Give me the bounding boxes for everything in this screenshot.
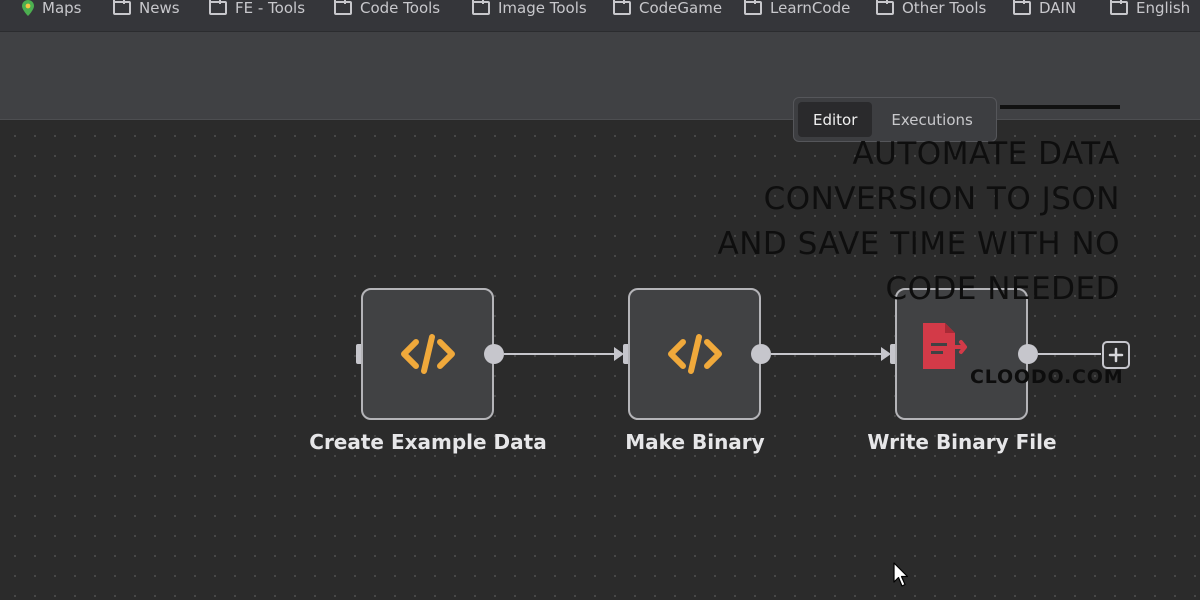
code-icon — [400, 334, 455, 374]
bookmark-dain[interactable]: DAIN — [1013, 0, 1076, 22]
node-label: Create Example Data — [309, 430, 547, 454]
bookmark-label: Maps — [42, 0, 82, 17]
node-create-example-data[interactable] — [361, 288, 494, 420]
bookmark-label: DAIN — [1039, 0, 1077, 17]
bookmark-label: Code Tools — [360, 0, 441, 17]
bookmark-label: CodeGame — [639, 0, 723, 17]
bookmark-code-tools[interactable]: Code Tools — [334, 0, 440, 22]
bookmark-other-tools[interactable]: Other Tools — [876, 0, 986, 22]
node-output-handle[interactable] — [1018, 344, 1038, 364]
folder-icon — [1110, 0, 1128, 15]
node-label: Make Binary — [625, 430, 765, 454]
bookmark-label: Image Tools — [498, 0, 587, 17]
tab-editor[interactable]: Editor — [798, 102, 873, 137]
bookmark-label: News — [139, 0, 180, 17]
folder-icon — [334, 0, 352, 15]
view-toggle: Editor Executions — [793, 97, 997, 142]
node-output-handle[interactable] — [484, 344, 504, 364]
bookmark-news[interactable]: News — [113, 0, 180, 22]
code-icon — [667, 334, 722, 374]
brand-logo-text: CLOODO.COM — [970, 366, 1124, 388]
bookmark-label: LearnCode — [770, 0, 851, 17]
bookmarks-bar: Maps News FE - Tools Code Tools Image To… — [0, 0, 1200, 32]
node-output-handle[interactable] — [751, 344, 771, 364]
bookmark-learncode[interactable]: LearnCode — [744, 0, 850, 22]
bookmark-fe-tools[interactable]: FE - Tools — [209, 0, 305, 22]
folder-icon — [113, 0, 131, 15]
node-label: Write Binary File — [867, 430, 1057, 454]
bookmark-label: FE - Tools — [235, 0, 306, 17]
bookmark-label: Other Tools — [902, 0, 987, 17]
folder-icon — [876, 0, 894, 15]
folder-icon — [209, 0, 227, 15]
map-pin-icon — [22, 0, 34, 16]
add-node-button[interactable] — [1102, 341, 1130, 369]
node-write-binary-file[interactable] — [895, 288, 1028, 420]
bookmark-english[interactable]: English — [1110, 0, 1190, 22]
folder-icon — [472, 0, 490, 15]
bookmark-label: English — [1136, 0, 1191, 17]
headline-rule — [1000, 105, 1120, 109]
bookmark-maps[interactable]: Maps — [22, 0, 81, 22]
folder-icon — [744, 0, 762, 15]
bookmark-image-tools[interactable]: Image Tools — [472, 0, 587, 22]
overlay-headline: AUTOMATE DATA CONVERSION TO JSON AND SAV… — [717, 136, 1120, 307]
plus-icon — [1108, 347, 1124, 363]
folder-icon — [613, 0, 631, 15]
file-export-icon — [922, 323, 967, 369]
tab-executions[interactable]: Executions — [891, 110, 973, 129]
bookmark-codegame[interactable]: CodeGame — [613, 0, 722, 22]
node-make-binary[interactable] — [628, 288, 761, 420]
mouse-cursor-icon — [893, 562, 909, 587]
folder-icon — [1013, 0, 1031, 15]
